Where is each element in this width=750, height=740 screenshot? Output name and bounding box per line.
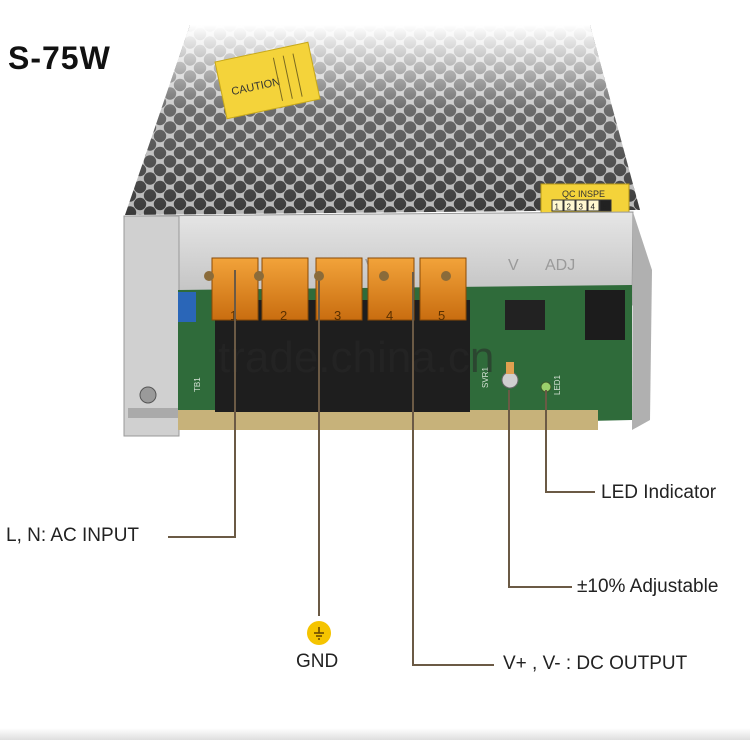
qc-box-number: 1 xyxy=(555,203,560,212)
caution-sticker: CAUTION xyxy=(214,41,321,120)
label-gnd: GND xyxy=(296,651,339,672)
terminal-number: 4 xyxy=(386,308,393,323)
qc-box-number: 4 xyxy=(591,203,596,212)
terminal-number: 1 xyxy=(230,308,237,323)
qc-box-number: 5 xyxy=(603,203,608,212)
svg-text:V: V xyxy=(508,257,519,274)
leader-adjust xyxy=(508,390,572,588)
terminal-number: 3 xyxy=(334,308,341,323)
terminal-5: 5 xyxy=(419,257,467,323)
label-led-indicator: LED Indicator xyxy=(601,482,717,503)
watermark: trade.china.cn xyxy=(218,333,495,382)
svg-text:QC INSPE: QC INSPE xyxy=(562,189,605,199)
label-ac-input: L, N: AC INPUT xyxy=(6,525,140,546)
svg-text:LED1: LED1 xyxy=(553,374,562,395)
product-title: S-75W xyxy=(8,40,111,76)
terminal-3: 3 xyxy=(315,257,363,323)
leader-led xyxy=(545,390,595,493)
leader-dc xyxy=(412,272,494,666)
label-dc-output: V+ , V- : DC OUTPUT xyxy=(503,653,688,674)
qc-box-number: 3 xyxy=(579,203,584,212)
svg-text:TB1: TB1 xyxy=(193,377,202,392)
terminal-2: 2 xyxy=(261,257,309,323)
qc-box-number: 2 xyxy=(567,203,572,212)
terminal-4: 4 xyxy=(367,257,415,323)
label-adjustable: ±10% Adjustable xyxy=(577,576,719,597)
svg-text:SVR1: SVR1 xyxy=(481,367,490,388)
ground-icon xyxy=(307,621,331,645)
terminal-number: 5 xyxy=(438,308,445,323)
terminal-number: 2 xyxy=(280,308,287,323)
svg-text:ADJ: ADJ xyxy=(545,257,575,274)
bottom-frame xyxy=(0,728,750,740)
leader-ac xyxy=(168,270,236,538)
